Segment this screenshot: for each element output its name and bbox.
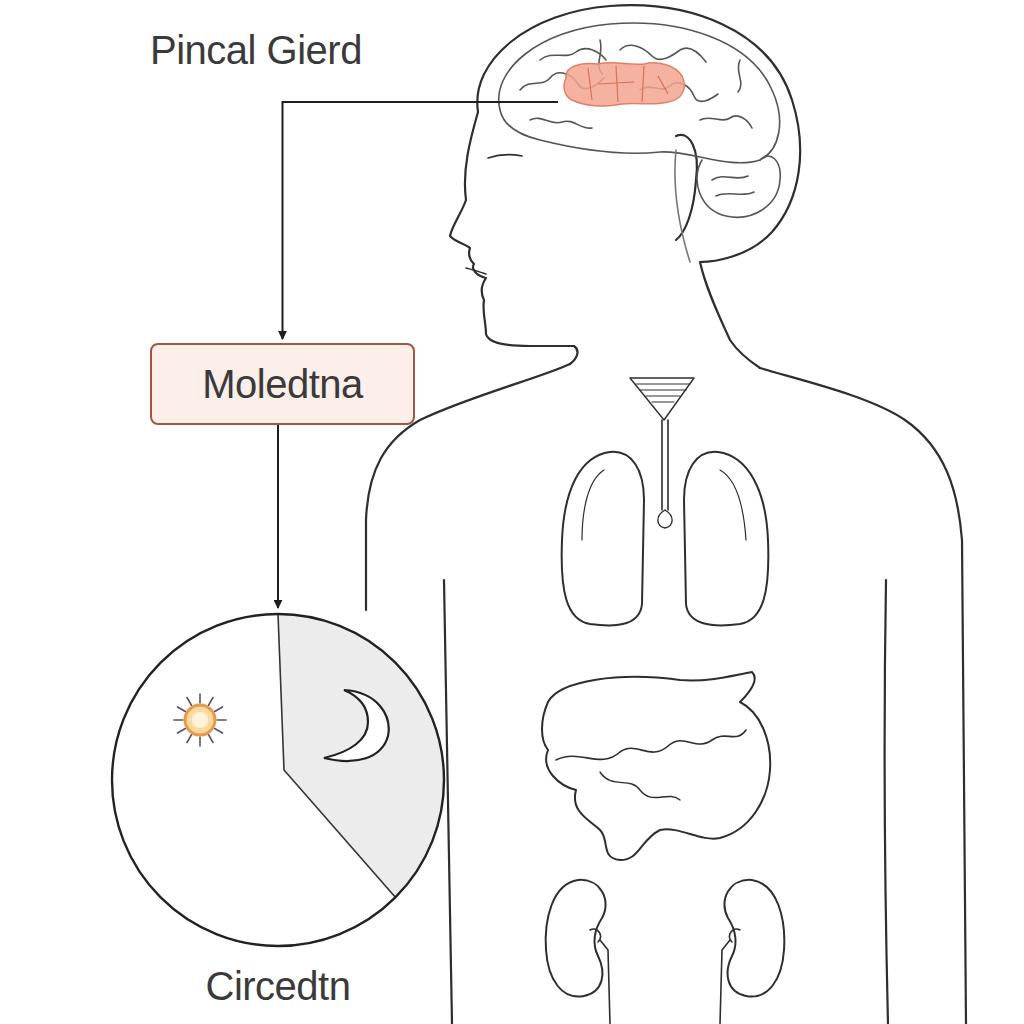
node-label: Pincal Gierd [150, 28, 362, 72]
mouth-line [466, 268, 486, 274]
brain [499, 23, 780, 262]
connector-arrow [283, 102, 559, 339]
face-profile [450, 112, 577, 364]
digestive-organs [542, 672, 770, 860]
gland-shape [558, 58, 690, 110]
node-label: Circedtn [206, 964, 351, 1008]
head-outline [477, 5, 800, 368]
box-label: Moledtna [202, 362, 363, 406]
pineal-gland: Pincal Gierd [558, 58, 690, 110]
hormone-box: Moledtna [150, 343, 415, 425]
torso-outline [760, 368, 966, 1024]
connector-arrow [277, 425, 279, 608]
left-side [444, 580, 452, 1024]
ear [676, 135, 697, 240]
right-side [885, 580, 888, 1024]
eye-line [488, 155, 522, 158]
kidneys [546, 880, 785, 1024]
clock-shape [110, 612, 446, 948]
circadian-clock: Circedtn [110, 612, 446, 948]
lungs [562, 378, 769, 625]
